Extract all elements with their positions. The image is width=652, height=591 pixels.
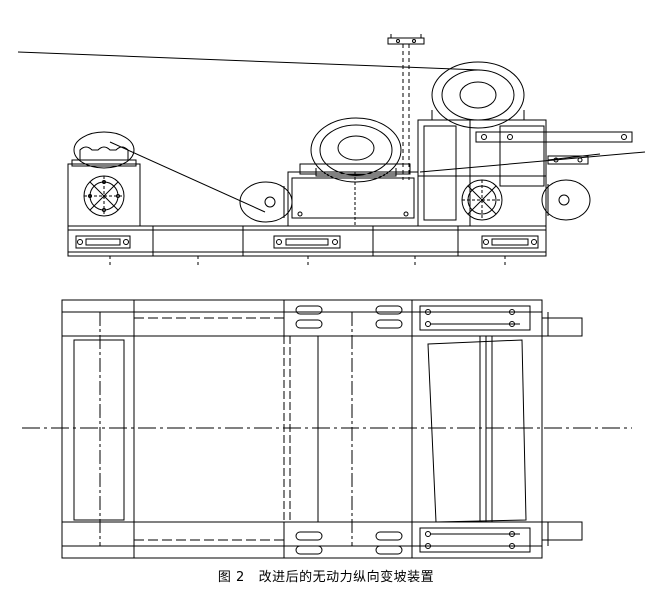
figure-label: 图 2: [217, 570, 245, 585]
middle-housing: [288, 164, 418, 226]
base-frame: [68, 226, 546, 268]
roller-right: [542, 180, 590, 220]
roller-left-middle: [240, 182, 292, 222]
cable-line-left: [18, 52, 480, 70]
right-arm: [476, 132, 632, 164]
right-stub-top: [542, 318, 582, 336]
cable-line-right: [420, 152, 645, 172]
base-bolt-plate-2: [274, 236, 340, 248]
left-pedestal: [68, 132, 140, 226]
left-pulley: [74, 132, 134, 168]
right-roller-drum: [428, 340, 526, 522]
cable-line-diagonal: [110, 142, 265, 212]
middle-section: [284, 300, 412, 558]
right-upper-wheel: [432, 62, 524, 128]
figure-caption: 图 2 改进后的无动力纵向变坡装置: [0, 566, 652, 585]
top-hanger-bracket: [388, 34, 424, 180]
middle-wheel: [311, 118, 401, 182]
plan-view: [22, 300, 632, 558]
elevation-view: [18, 34, 645, 268]
right-stub-bottom: [542, 522, 582, 540]
right-tower: [418, 120, 546, 226]
left-roller-drum: [74, 340, 124, 520]
left-end-block: [62, 300, 134, 558]
base-bolt-plate-1: [76, 236, 130, 248]
figure-title: 改进后的无动力纵向变坡装置: [258, 570, 435, 585]
base-bolt-plate-3: [482, 236, 538, 248]
